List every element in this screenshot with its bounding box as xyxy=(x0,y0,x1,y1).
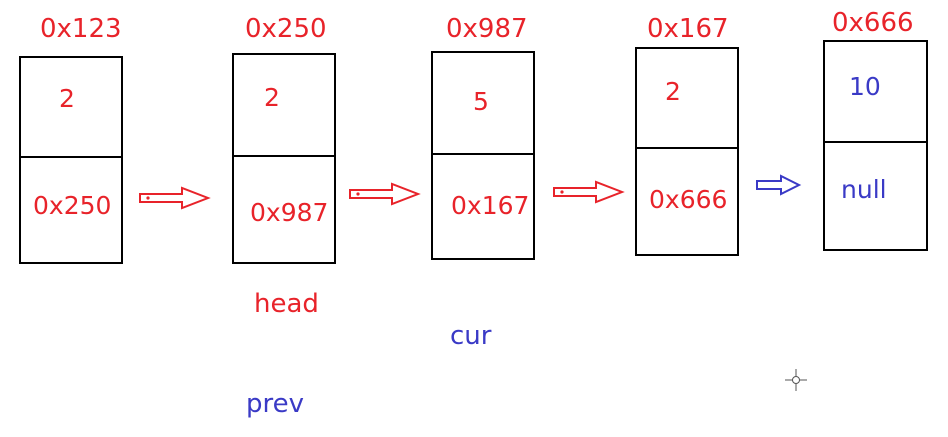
node-0-address: 0x123 xyxy=(40,14,122,44)
node-3: 2 0x666 xyxy=(635,47,739,256)
cur-label: cur xyxy=(450,321,492,351)
right-arrow-icon xyxy=(756,174,802,196)
right-arrow-icon xyxy=(139,186,211,210)
node-2-next: 0x167 xyxy=(451,191,530,220)
node-1: 2 0x987 xyxy=(232,53,336,264)
node-4-divider xyxy=(825,141,926,143)
node-3-next: 0x666 xyxy=(649,185,728,214)
prev-label: prev xyxy=(246,389,305,419)
node-3-divider xyxy=(637,147,737,149)
node-1-next: 0x987 xyxy=(250,198,329,227)
node-4: 10 null xyxy=(823,40,928,251)
node-1-address: 0x250 xyxy=(245,14,327,44)
node-2-divider xyxy=(433,153,533,155)
node-2-address: 0x987 xyxy=(446,14,528,44)
node-4-value: 10 xyxy=(849,72,881,101)
node-2-value: 5 xyxy=(473,87,489,116)
node-4-next: null xyxy=(841,175,887,204)
right-arrow-icon xyxy=(349,182,421,206)
node-0-divider xyxy=(21,156,121,158)
node-2: 5 0x167 xyxy=(431,51,535,260)
node-3-value: 2 xyxy=(665,77,681,106)
node-1-value: 2 xyxy=(264,83,280,112)
node-0-value: 2 xyxy=(59,84,75,113)
node-1-divider xyxy=(234,155,334,157)
head-label: head xyxy=(254,289,319,319)
node-4-address: 0x666 xyxy=(832,8,914,38)
crosshair-icon xyxy=(785,369,807,391)
node-3-address: 0x167 xyxy=(647,14,729,44)
right-arrow-icon xyxy=(553,180,625,204)
node-0-next: 0x250 xyxy=(33,191,112,220)
node-0: 2 0x250 xyxy=(19,56,123,264)
